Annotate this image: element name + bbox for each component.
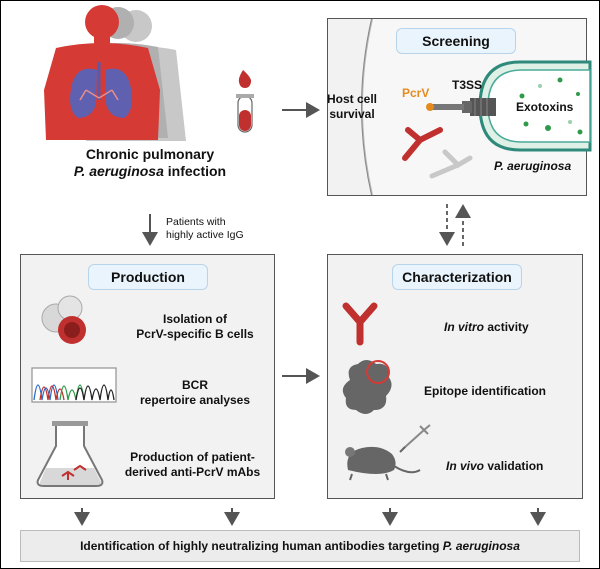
production-step3-line2: derived anti-PcrV mAbs xyxy=(124,465,261,479)
host-cell-membrane xyxy=(361,18,373,196)
item1-rest: activity xyxy=(484,320,529,334)
production-step3: Production of patient- derived anti-PcrV… xyxy=(110,450,275,480)
characterization-title: Characterization xyxy=(392,264,522,290)
production-step3-line1: Production of patient- xyxy=(130,450,255,464)
t3ss-label: T3SS xyxy=(452,78,483,92)
antibody-large-icon xyxy=(342,302,378,346)
item3-italic: In vivo xyxy=(446,459,485,473)
production-step1-line2: PcrV-specific B cells xyxy=(136,327,254,341)
host-cell-survival-label: Host cell survival xyxy=(322,92,382,122)
infection-title-line2: infection xyxy=(163,163,227,179)
infection-title: Chronic pulmonary P. aeruginosa infectio… xyxy=(50,146,250,180)
characterization-item1: In vitro activity xyxy=(444,320,529,335)
organism-label: P. aeruginosa xyxy=(494,159,571,174)
production-title: Production xyxy=(88,264,208,290)
production-step2-line1: BCR xyxy=(182,378,208,392)
infection-organism: P. aeruginosa xyxy=(73,163,164,179)
item1-italic: In vitro xyxy=(444,320,485,334)
human-body-icon xyxy=(44,5,186,141)
infection-title-line1: Chronic pulmonary xyxy=(85,146,215,162)
production-step1-line1: Isolation of xyxy=(163,312,227,326)
antibody-gray-icon xyxy=(429,149,473,179)
patients-note: Patients with highly active IgG xyxy=(166,216,276,242)
host-cell-line1: Host cell xyxy=(326,92,377,106)
characterization-item2: Epitope identification xyxy=(424,384,546,398)
patients-note-line2: highly active IgG xyxy=(166,229,244,241)
host-cell-line2: survival xyxy=(329,107,375,121)
item3-rest: validation xyxy=(484,459,544,473)
syringe-icon xyxy=(399,424,431,453)
conclusion-bar: Identification of highly neutralizing hu… xyxy=(20,530,580,562)
bacterium-icon xyxy=(478,60,592,152)
flask-icon xyxy=(36,421,104,487)
pcrv-label: PcrV xyxy=(402,86,430,100)
mouse-icon xyxy=(345,446,421,481)
t3ss-needle-icon xyxy=(426,98,496,116)
conclusion-text: Identification of highly neutralizing hu… xyxy=(80,539,443,553)
exotoxins-label: Exotoxins xyxy=(516,100,574,114)
antibody-icon xyxy=(402,127,443,161)
patients-note-line1: Patients with xyxy=(166,216,226,228)
production-step2: BCR repertoire analyses xyxy=(120,378,270,408)
test-tube-icon xyxy=(236,94,254,133)
protein-icon xyxy=(342,360,392,414)
b-cell-icon xyxy=(41,295,86,344)
characterization-item3: In vivo validation xyxy=(446,459,543,474)
chromatogram-icon xyxy=(31,367,117,403)
production-step1: Isolation of PcrV-specific B cells xyxy=(120,312,270,342)
screening-title: Screening xyxy=(396,28,516,54)
lungs-icon xyxy=(70,62,132,118)
production-step2-line2: repertoire analyses xyxy=(139,393,251,407)
conclusion-organism: P. aeruginosa xyxy=(442,539,520,553)
blood-drop-icon xyxy=(238,70,252,88)
organism-label-text: P. aeruginosa xyxy=(494,159,572,173)
